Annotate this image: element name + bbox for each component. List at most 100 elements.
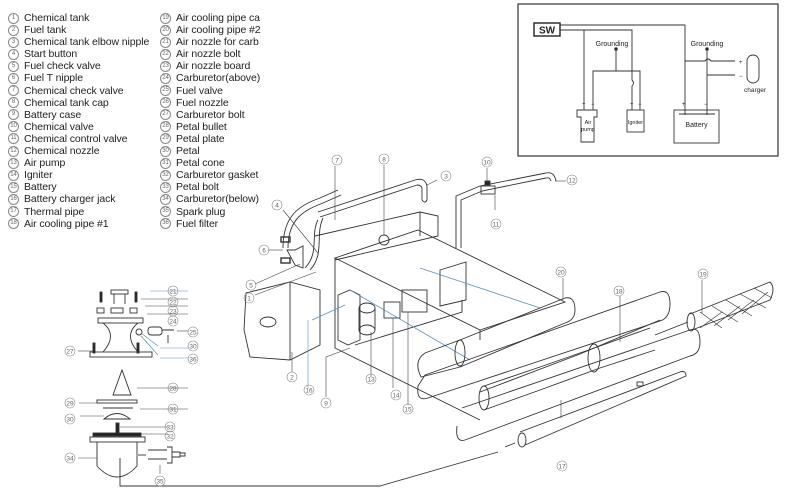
charger-minus: −: [739, 74, 743, 80]
legend-label: Fuel valve: [176, 84, 223, 97]
callout-33: 33: [164, 421, 176, 433]
svg-text:32: 32: [166, 434, 174, 441]
svg-text:16: 16: [305, 388, 313, 395]
legend-number: 26: [160, 97, 171, 109]
wiring-frame: [517, 3, 779, 157]
svg-text:19: 19: [699, 272, 707, 279]
callout-24: 24: [167, 315, 179, 327]
petal-plate: [96, 399, 138, 404]
legend-label: Spark plug: [176, 205, 226, 218]
svg-text:15: 15: [404, 407, 412, 414]
svg-text:24: 24: [169, 319, 177, 326]
svg-text:3: 3: [444, 174, 448, 181]
legend-label: Air pump: [24, 157, 66, 170]
svg-text:8: 8: [382, 157, 386, 164]
callout-11: 11: [490, 218, 502, 230]
charger-label: charger: [744, 87, 767, 94]
callout-17: 17: [556, 460, 568, 472]
svg-text:12: 12: [568, 178, 576, 185]
legend-number: 30: [160, 145, 171, 157]
legend-number: 13: [8, 157, 19, 169]
legend-label: Carburetor(below): [176, 193, 259, 206]
svg-text:27: 27: [66, 349, 74, 356]
legend-number: 1: [8, 12, 19, 24]
legend-number: 2: [8, 24, 19, 36]
air-pump-plus: +: [582, 102, 586, 108]
legend-number: 27: [160, 109, 171, 121]
legend-item: 13 Air pump: [8, 157, 149, 169]
carburetor-gasket: [92, 432, 142, 437]
wiring-diagram: SW Grounding Grounding + − charger Air p…: [517, 3, 779, 157]
callout-27: 27: [64, 345, 76, 357]
legend-number: 15: [8, 181, 19, 193]
spark-plug: [148, 446, 186, 464]
callout-30: 31: [167, 403, 179, 415]
legend-label: Petal bolt: [176, 181, 219, 194]
svg-text:35: 35: [156, 479, 164, 486]
battery-label: Battery: [685, 122, 708, 129]
battery-symbol: [673, 109, 720, 144]
carburetor-assembly: [89, 289, 186, 478]
charger-plus: +: [739, 60, 743, 66]
air-pump-part: [358, 324, 376, 336]
callout-5: 5: [245, 279, 257, 291]
legend-number: 31: [160, 157, 171, 169]
svg-text:18: 18: [615, 289, 623, 296]
legend-label: Chemical control valve: [24, 132, 128, 145]
air-pump-label-2: pump: [581, 127, 595, 133]
legend-label: Battery case: [24, 108, 82, 121]
svg-text:14: 14: [392, 393, 400, 400]
callout-30a: 30: [187, 340, 199, 352]
fuel-valve: [147, 326, 163, 336]
callout-34: 34: [64, 452, 76, 464]
grounding-node-left: [614, 47, 618, 51]
legend-number: 21: [160, 36, 171, 48]
callout-23: 23: [167, 305, 179, 317]
legend-number: 5: [8, 60, 19, 72]
grounding-label-right: Grounding: [691, 41, 724, 48]
legend-label: Air cooling pipe #2: [176, 24, 261, 37]
svg-text:21: 21: [169, 289, 177, 296]
legend-number: 23: [160, 60, 171, 72]
callout-7: 7: [331, 154, 343, 166]
legend-number: 18: [8, 218, 19, 230]
legend-label: Fuel nozzle: [176, 96, 229, 109]
legend-number: 34: [160, 193, 171, 205]
callout-8: 8: [378, 153, 390, 165]
svg-text:34: 34: [66, 456, 74, 463]
igniter-label: Igniter: [628, 120, 643, 126]
legend-label: Chemical tank cap: [24, 96, 109, 109]
air-pump-minus: −: [591, 102, 595, 108]
legend-number: 4: [8, 48, 19, 60]
legend-number: 29: [160, 133, 171, 145]
legend-label: Chemical tank elbow nipple: [24, 36, 150, 49]
svg-text:23: 23: [169, 309, 177, 316]
legend-label: Chemical valve: [24, 120, 94, 133]
cooling-pipes: [119, 281, 774, 487]
callout-3: 3: [440, 170, 452, 182]
svg-text:1: 1: [247, 296, 251, 303]
legend-number: 36: [160, 218, 171, 230]
air-cooling-pipe-cap: [689, 281, 774, 331]
legend-number: 22: [160, 48, 171, 60]
legend-label: Fuel T nipple: [24, 72, 84, 85]
legend-label: Chemical nozzle: [24, 145, 100, 158]
